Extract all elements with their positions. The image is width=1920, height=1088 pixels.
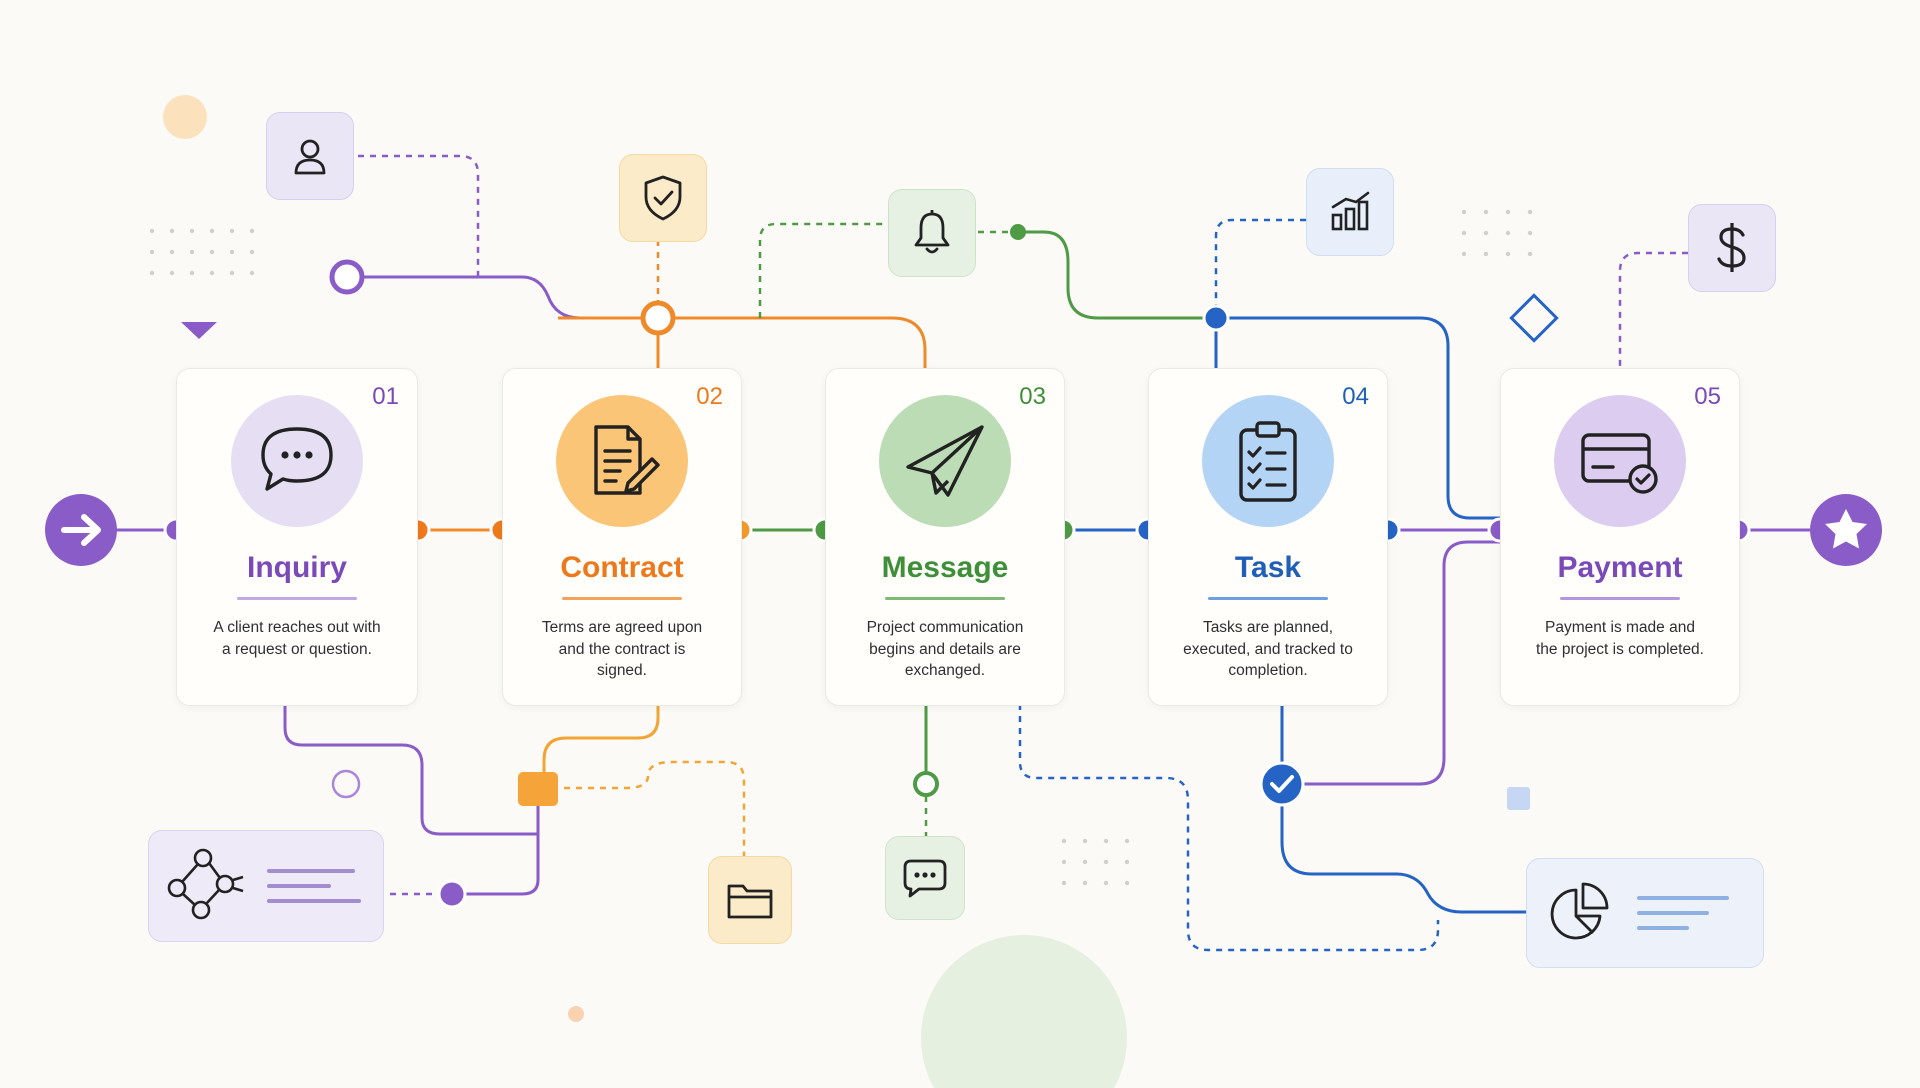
- step-icon-disc: [556, 395, 688, 527]
- dollar-chip[interactable]: [1688, 204, 1776, 292]
- node-ring-purple: [329, 259, 365, 295]
- node-ring-green: [913, 771, 939, 797]
- user-chip[interactable]: [266, 112, 354, 200]
- dot-grid-bottom: [1061, 838, 1130, 886]
- step-number: 05: [1694, 383, 1721, 410]
- dollar-icon: [1717, 223, 1746, 272]
- network-panel[interactable]: [148, 830, 384, 942]
- node-dot-blue-top: [1202, 304, 1230, 332]
- step-title: Inquiry: [246, 551, 347, 584]
- user-icon: [294, 139, 326, 175]
- step-card-inquiry[interactable]: 01 Inquiry A client reaches out with a r…: [176, 368, 418, 706]
- task-complete-node: [1259, 761, 1305, 807]
- star-icon: [1825, 509, 1867, 549]
- step-title: Contract: [560, 551, 684, 584]
- checklist-clipboard-icon: [1239, 421, 1297, 502]
- node-dot-purple-network: [437, 879, 467, 909]
- decor-circle-peach: [163, 95, 207, 139]
- wire-inquiry-bottom: [283, 704, 538, 836]
- credit-card-check-icon: [1581, 433, 1658, 494]
- wire-bell-dashed-left: [758, 222, 886, 318]
- shield-check-icon: [644, 175, 682, 221]
- decor-dot-orange: [568, 1006, 584, 1022]
- decor-square-blue: [1507, 787, 1530, 810]
- wire-task-bottom: [1280, 704, 1526, 914]
- pie-chart-panel[interactable]: [1526, 858, 1764, 968]
- step-card-message[interactable]: 03 Message Project communication begins …: [825, 368, 1065, 706]
- decor-circle-green: [921, 935, 1127, 1088]
- document-pen-icon: [594, 425, 660, 495]
- wire-inquiry-top: [347, 275, 658, 320]
- step-number: 01: [372, 383, 399, 410]
- step-number: 02: [696, 383, 723, 410]
- step-title-underline: [1208, 597, 1328, 600]
- chart-chip[interactable]: [1306, 168, 1394, 256]
- step-icon-disc: [879, 395, 1011, 527]
- wire-folder-dashed: [552, 760, 746, 856]
- end-node[interactable]: [1810, 494, 1882, 566]
- wire-message-top: [1018, 230, 1216, 320]
- node-ring-orange: [640, 300, 676, 336]
- check-icon: [1270, 775, 1294, 793]
- folder-icon: [727, 884, 773, 919]
- folder-chip[interactable]: [708, 856, 792, 944]
- step-title: Payment: [1557, 551, 1683, 584]
- network-nodes-icon: [167, 848, 244, 920]
- network-panel-lines: [267, 869, 361, 903]
- bell-icon: [914, 210, 950, 254]
- wire-message-blue-dashed: [1018, 704, 1440, 952]
- decor-ring-purple: [331, 769, 361, 799]
- step-title-underline: [1560, 597, 1680, 600]
- step-title: Message: [881, 551, 1009, 584]
- wire-contract-top: [558, 316, 927, 368]
- step-icon-disc: [1202, 395, 1334, 527]
- bar-chart-icon: [1331, 191, 1370, 231]
- chat-dots-icon: [903, 859, 947, 898]
- step-description: Tasks are planned, executed, and tracked…: [1183, 619, 1353, 679]
- chat-chip[interactable]: [885, 836, 965, 920]
- step-description: Terms are agreed upon and the contract i…: [541, 619, 703, 679]
- step-card-contract[interactable]: 02 Contract Terms are agreed upon and th…: [502, 368, 742, 706]
- wire-user-dashed: [358, 154, 480, 276]
- wire-dollar-dashed: [1618, 251, 1688, 368]
- node-square-orange: [518, 772, 558, 806]
- step-title-underline: [562, 597, 682, 600]
- dot-grid-left: [149, 228, 255, 276]
- step-description: A client reaches out with a request or q…: [213, 619, 381, 658]
- step-title-underline: [237, 597, 357, 600]
- step-icon-disc: [1554, 395, 1686, 527]
- step-icon-disc: [231, 395, 363, 527]
- wire-contract-bottom: [542, 704, 660, 780]
- wire-task-to-payment-top: [1226, 316, 1500, 520]
- wire-purple-to-dot: [466, 792, 540, 896]
- step-description: Payment is made and the project is compl…: [1535, 619, 1704, 658]
- paper-plane-icon: [906, 425, 984, 497]
- step-card-task[interactable]: 04 Task Tasks are planned, executed, and…: [1148, 368, 1388, 706]
- pie-chart-panel-lines: [1637, 896, 1729, 930]
- step-number: 03: [1019, 383, 1046, 410]
- wire-chart-dashed: [1214, 218, 1306, 308]
- start-node[interactable]: [45, 494, 117, 566]
- step-description: Project communication begins and details…: [866, 619, 1024, 679]
- step-card-payment[interactable]: 05 Payment Payment is made and the proje…: [1500, 368, 1740, 706]
- dot-grid-right: [1461, 209, 1533, 257]
- pie-chart-icon: [1550, 882, 1609, 940]
- step-number: 04: [1342, 383, 1369, 410]
- shield-chip[interactable]: [619, 154, 707, 242]
- chat-bubble-icon: [261, 427, 333, 491]
- step-title: Task: [1234, 551, 1302, 584]
- decor-triangle-purple: [181, 322, 217, 339]
- wire-check-to-payment: [1298, 540, 1500, 786]
- decor-diamond-blue: [1509, 293, 1559, 343]
- bell-chip[interactable]: [888, 189, 976, 277]
- step-title-underline: [885, 597, 1005, 600]
- node-dot-green-bell: [1010, 224, 1026, 240]
